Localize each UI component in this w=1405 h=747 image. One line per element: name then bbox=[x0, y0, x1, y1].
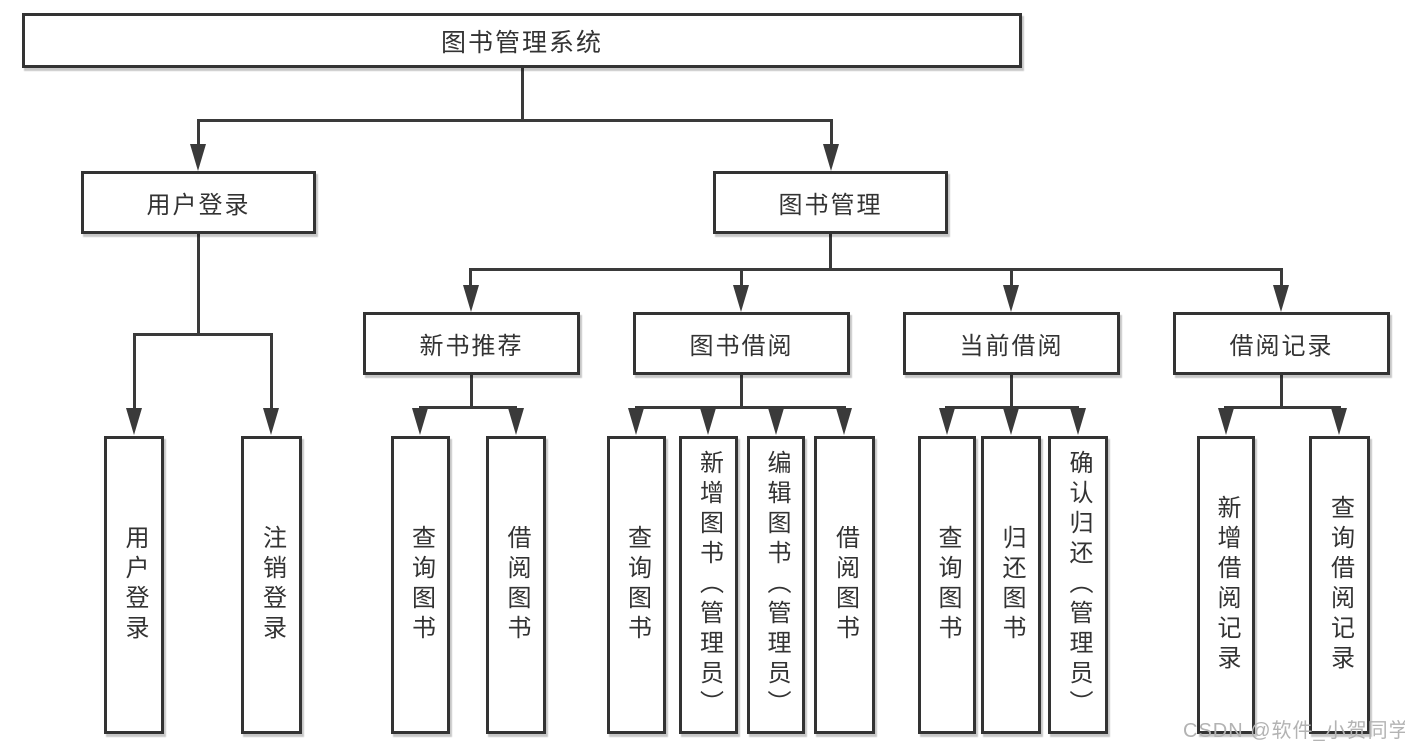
connector-user-login-crossbar bbox=[133, 333, 273, 336]
arrow-down-icon bbox=[1003, 285, 1019, 312]
node-user-login: 用户登录 bbox=[81, 171, 316, 234]
connector-borrow-records-stem bbox=[1280, 373, 1283, 409]
leaf-confirm-return-admin-label: 确认归还（管理员） bbox=[1065, 450, 1092, 720]
connector-root-stem bbox=[521, 66, 524, 122]
arrow-down-icon bbox=[1331, 408, 1347, 435]
arrow-down-icon bbox=[463, 285, 479, 312]
leaf-add-borrow-record: 新增借阅记录 bbox=[1197, 436, 1255, 734]
arrow-down-icon bbox=[939, 408, 955, 435]
leaf-borrow-books-borrowing-label: 借阅图书 bbox=[831, 525, 859, 645]
connector-user-login-arm-right bbox=[270, 333, 273, 409]
leaf-logout-label: 注销登录 bbox=[258, 525, 286, 645]
connector-root-crossbar bbox=[197, 119, 833, 122]
leaf-add-book-admin-label: 新增图书（管理员） bbox=[695, 450, 723, 720]
leaf-query-books-current: 查询图书 bbox=[918, 436, 976, 734]
arrow-down-icon bbox=[823, 144, 839, 171]
leaf-user-login-label: 用户登录 bbox=[121, 525, 148, 645]
connector-book-mgmt-arm-3 bbox=[1010, 268, 1013, 285]
node-book-borrowing-label: 图书借阅 bbox=[689, 333, 794, 360]
connector-current-borrow-crossbar bbox=[945, 406, 1079, 409]
arrow-down-icon bbox=[836, 408, 852, 435]
leaf-edit-book-admin: 编辑图书（管理员） bbox=[747, 436, 805, 734]
node-new-book-recommend: 新书推荐 bbox=[363, 312, 580, 375]
node-borrowing-records: 借阅记录 bbox=[1173, 312, 1390, 375]
arrow-down-icon bbox=[126, 408, 142, 435]
connector-new-book-stem bbox=[470, 373, 473, 409]
connector-borrow-records-crossbar bbox=[1224, 406, 1341, 409]
connector-book-borrow-stem bbox=[740, 373, 743, 409]
connector-user-login-arm-left bbox=[133, 333, 136, 409]
arrow-down-icon bbox=[1273, 285, 1289, 312]
connector-book-borrow-crossbar bbox=[635, 406, 846, 409]
leaf-query-books-recommend: 查询图书 bbox=[391, 436, 450, 734]
node-book-management: 图书管理 bbox=[713, 171, 948, 234]
leaf-confirm-return-admin: 确认归还（管理员） bbox=[1048, 436, 1108, 734]
csdn-watermark: CSDN @软件_小贺同学 bbox=[1183, 720, 1405, 742]
connector-book-mgmt-arm-1 bbox=[469, 268, 472, 285]
node-borrowing-records-label: 借阅记录 bbox=[1229, 333, 1334, 360]
arrow-down-icon bbox=[628, 408, 644, 435]
connector-book-mgmt-stem bbox=[829, 232, 832, 271]
leaf-borrow-books-recommend-label: 借阅图书 bbox=[503, 525, 530, 645]
connector-book-mgmt-crossbar bbox=[469, 268, 1283, 271]
leaf-return-book-label: 归还图书 bbox=[998, 525, 1025, 645]
arrow-down-icon bbox=[700, 408, 716, 435]
node-new-book-recommend-label: 新书推荐 bbox=[419, 333, 524, 360]
leaf-borrow-books-recommend: 借阅图书 bbox=[486, 436, 546, 734]
connector-new-book-crossbar bbox=[419, 406, 517, 409]
arrow-down-icon bbox=[768, 408, 784, 435]
leaf-query-borrow-record: 查询借阅记录 bbox=[1309, 436, 1370, 734]
connector-book-mgmt-arm-4 bbox=[1280, 268, 1283, 285]
leaf-borrow-books-borrowing: 借阅图书 bbox=[814, 436, 875, 734]
leaf-add-book-admin: 新增图书（管理员） bbox=[679, 436, 738, 734]
node-current-borrowing-label: 当前借阅 bbox=[959, 333, 1064, 360]
connector-current-borrow-stem bbox=[1010, 373, 1013, 409]
connector-user-login-stem bbox=[197, 232, 200, 336]
node-user-login-label: 用户登录 bbox=[146, 192, 251, 219]
node-book-borrowing: 图书借阅 bbox=[633, 312, 850, 375]
leaf-logout: 注销登录 bbox=[241, 436, 302, 734]
leaf-user-login: 用户登录 bbox=[104, 436, 164, 734]
leaf-query-books-recommend-label: 查询图书 bbox=[407, 525, 435, 645]
leaf-add-borrow-record-label: 新增借阅记录 bbox=[1213, 495, 1240, 675]
leaf-query-borrow-record-label: 查询借阅记录 bbox=[1326, 495, 1354, 675]
connector-book-mgmt-arm-2 bbox=[740, 268, 743, 285]
leaf-query-books-borrowing-label: 查询图书 bbox=[623, 525, 651, 645]
arrow-down-icon bbox=[412, 408, 428, 435]
connector-root-arm-right bbox=[830, 119, 833, 144]
arrow-down-icon bbox=[508, 408, 524, 435]
arrow-down-icon bbox=[1070, 408, 1086, 435]
node-library-system: 图书管理系统 bbox=[22, 13, 1022, 68]
node-book-management-label: 图书管理 bbox=[778, 192, 883, 219]
arrow-down-icon bbox=[1218, 408, 1234, 435]
arrow-down-icon bbox=[190, 144, 206, 171]
arrow-down-icon bbox=[1003, 408, 1019, 435]
connector-root-arm-left bbox=[197, 119, 200, 144]
arrow-down-icon bbox=[733, 285, 749, 312]
arrow-down-icon bbox=[263, 408, 279, 435]
node-library-system-label: 图书管理系统 bbox=[440, 28, 603, 57]
leaf-query-books-current-label: 查询图书 bbox=[934, 525, 961, 645]
node-current-borrowing: 当前借阅 bbox=[903, 312, 1120, 375]
leaf-edit-book-admin-label: 编辑图书（管理员） bbox=[763, 450, 790, 720]
leaf-query-books-borrowing: 查询图书 bbox=[607, 436, 666, 734]
leaf-return-book: 归还图书 bbox=[981, 436, 1041, 734]
